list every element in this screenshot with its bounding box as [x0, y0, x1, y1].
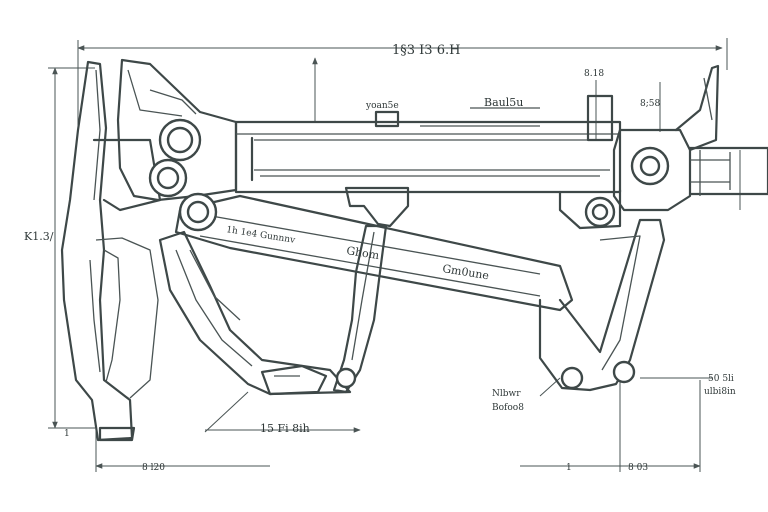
left-tiny-label: 1 [64, 429, 70, 439]
left-height-label: K1.3/ [24, 230, 54, 243]
bar-note-label: Baul5u [484, 96, 523, 109]
left-jaw [60, 60, 159, 442]
small-note-label: yoan5e [365, 101, 399, 111]
pivot-ring [186, 200, 210, 224]
pivot-ring [612, 360, 636, 384]
main-beam [234, 107, 622, 194]
pivot-ring [591, 203, 609, 221]
right-note-label: 8;58 [640, 99, 660, 109]
bottom-right-tick-label: 1 [566, 463, 572, 473]
bottom-right-dimension-label: 8 03 [628, 463, 648, 473]
arm-text-2: Ghom [346, 244, 381, 262]
top-dimension-label: 1§3 I3 6.H [392, 43, 460, 58]
pivot-ring [639, 155, 661, 177]
pivot-ring [166, 126, 194, 154]
lower-note-label-1: Nlbwr [492, 389, 521, 399]
pivot-ring [335, 367, 357, 389]
pivot-ring [156, 166, 180, 190]
pivot-ring [560, 366, 584, 390]
right-pivot-head [558, 64, 768, 230]
lower-note-label-2: Bofoo8 [492, 403, 524, 413]
dimension-lines [48, 38, 741, 472]
bottom-mid-dimension-label: 15 Fi 8ih [260, 422, 310, 435]
bottom-left-dimension-label: 8 l20 [142, 463, 165, 473]
pivot-joints [148, 118, 670, 390]
lower-arm [174, 194, 666, 392]
annotations: 1§3 I3 6.H 8.18 8;58 K1.3/ yoan5e Baul5u… [24, 43, 736, 473]
right-top-tag-label: 8.18 [584, 69, 604, 79]
right-dimension-label-2: ulbi8in [704, 387, 736, 397]
right-dimension-label-1: 50 5li [708, 374, 734, 384]
